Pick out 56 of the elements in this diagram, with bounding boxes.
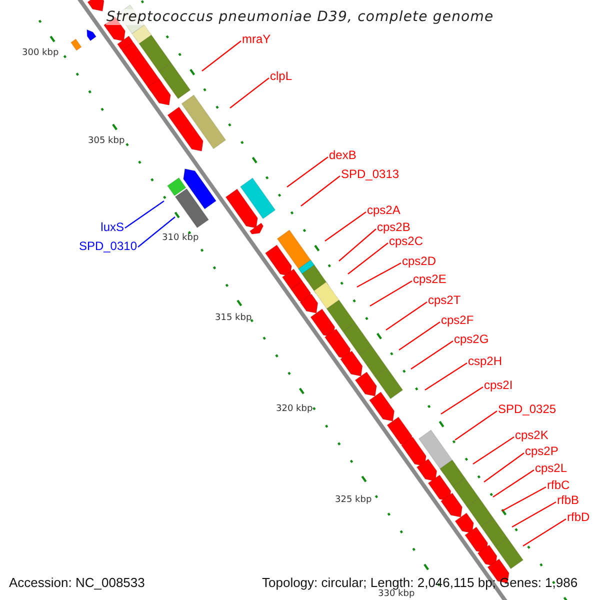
position-label: 330 kbp — [378, 589, 415, 599]
position-label: 315 kbp — [215, 313, 252, 323]
leader-line — [356, 262, 402, 288]
leader-line — [324, 212, 366, 242]
leader-line — [398, 322, 440, 350]
gene-label: cps2T — [428, 294, 461, 307]
gene-label: cps2L — [535, 462, 568, 475]
map-title: Streptococcus pneumoniae D39, complete genome — [106, 9, 494, 25]
gene-label: cps2A — [367, 204, 400, 217]
gene-label: SPD_0325 — [498, 403, 556, 416]
gene-label: cps2P — [525, 445, 558, 458]
leader-line — [338, 228, 376, 262]
gene-label: cps2G — [454, 333, 489, 346]
leader-line — [230, 78, 270, 108]
leader-line — [454, 410, 498, 440]
leader-line — [386, 302, 428, 330]
gene-label: cps2E — [413, 273, 446, 286]
leader-line — [370, 280, 412, 307]
leader-line — [124, 200, 164, 228]
leader-line — [202, 40, 242, 72]
gene-label: clpL — [270, 70, 292, 83]
leader-line — [512, 501, 556, 528]
leader-line — [348, 242, 388, 274]
leader-line — [492, 470, 534, 498]
genome-info-text: Topology: circular; Length: 2,046,115 bp; Genes: 1,986 — [262, 575, 578, 590]
gene-label: cps2K — [515, 429, 548, 442]
leader-line — [472, 436, 514, 464]
position-label: 310 kbp — [162, 233, 199, 243]
gene-label: csp2H — [468, 355, 502, 368]
position-label: 300 kbp — [22, 48, 59, 58]
leader-line — [502, 486, 546, 512]
gene-label: cps2C — [389, 235, 424, 248]
leader-line — [522, 518, 566, 546]
gene-label: rfbD — [567, 511, 590, 524]
gene-label: cps2F — [441, 314, 474, 327]
leader-line — [138, 216, 176, 248]
position-label: 325 kbp — [335, 495, 372, 505]
leader-line — [410, 340, 454, 370]
gene-label: SPD_0313 — [341, 168, 400, 181]
gene-label: dexB — [329, 149, 356, 162]
gene-label: luxS — [100, 221, 124, 234]
leader-line — [484, 452, 524, 482]
genome-info-text: Accession: NC_008533 — [9, 575, 145, 590]
leader-line — [440, 386, 484, 414]
gene-label: rfbC — [547, 479, 570, 492]
gene-label: cps2D — [402, 255, 436, 268]
position-label: 305 kbp — [88, 136, 125, 146]
gene-label: mraY — [242, 33, 271, 46]
leader-line — [286, 156, 328, 188]
gene-label: cps2I — [484, 379, 513, 392]
gene-label: rfbB — [557, 494, 580, 507]
leader-line — [300, 176, 340, 206]
leader-line — [424, 362, 468, 390]
position-label: 320 kbp — [276, 404, 313, 414]
gene-label: cps2B — [377, 221, 410, 234]
gene-label: SPD_0310 — [78, 240, 137, 253]
